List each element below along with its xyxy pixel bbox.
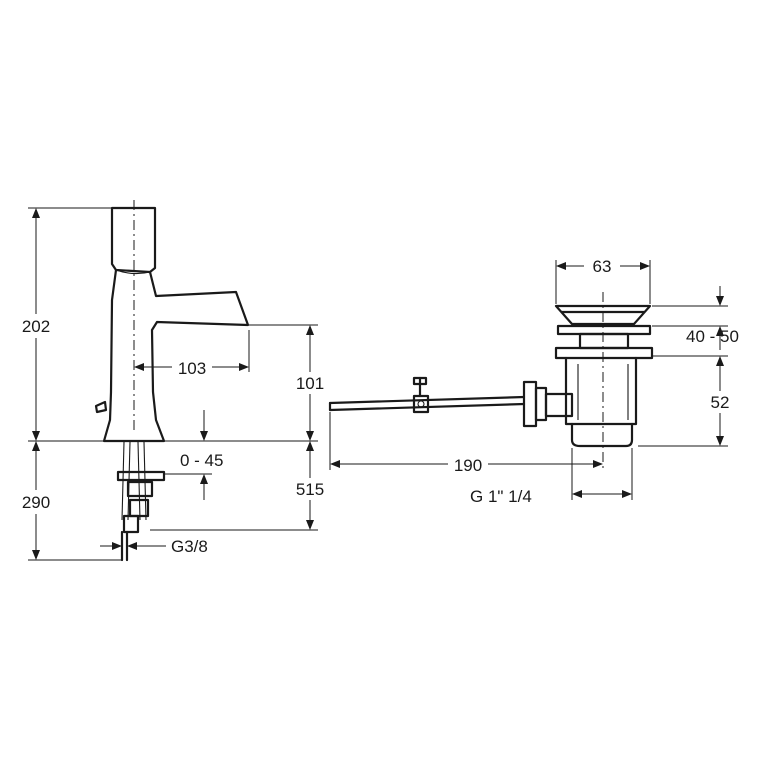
dimension-spout-height: 101	[289, 325, 331, 441]
pop-up-rod	[328, 376, 526, 414]
pop-up-waste	[554, 292, 654, 470]
dimension-drain-height: 52	[704, 356, 740, 446]
dimension-below-counter: 290	[14, 441, 58, 560]
label-below-counter: 290	[22, 493, 50, 512]
faucet-body	[94, 200, 250, 443]
label-spout-height: 101	[296, 374, 324, 393]
drain-reference-lines	[329, 260, 728, 500]
label-drain-stroke: 40 - 50	[686, 327, 739, 346]
dimension-drain-thread: G 1" 1/4	[470, 487, 632, 506]
label-counter-thickness: 0 - 45	[180, 451, 223, 470]
faucet-reference-lines	[28, 207, 318, 561]
label-pop-up-diameter: 63	[593, 257, 612, 276]
dimension-drain-stroke: 40 - 50	[686, 286, 739, 350]
faucet-supply-hoses	[116, 441, 166, 562]
dimension-pop-up-diameter: 63	[556, 254, 650, 276]
label-inlet-thread: G3/8	[171, 537, 208, 556]
label-overall-height: 515	[296, 480, 324, 499]
label-faucet-height: 202	[22, 317, 50, 336]
dimension-faucet-height: 202	[14, 208, 58, 441]
label-rod-length: 190	[454, 456, 482, 475]
dimension-overall-height: 515	[288, 441, 332, 530]
pivot-nut	[522, 380, 574, 428]
label-drain-height: 52	[711, 393, 730, 412]
label-spout-reach: 103	[178, 359, 206, 378]
label-drain-thread: G 1" 1/4	[470, 487, 532, 506]
dimension-counter-thickness: 0 - 45	[180, 410, 223, 500]
dimension-spout-reach: 103	[134, 330, 250, 378]
dimension-inlet-thread: G3/8	[100, 537, 208, 556]
dimension-rod-length: 190	[330, 453, 603, 475]
